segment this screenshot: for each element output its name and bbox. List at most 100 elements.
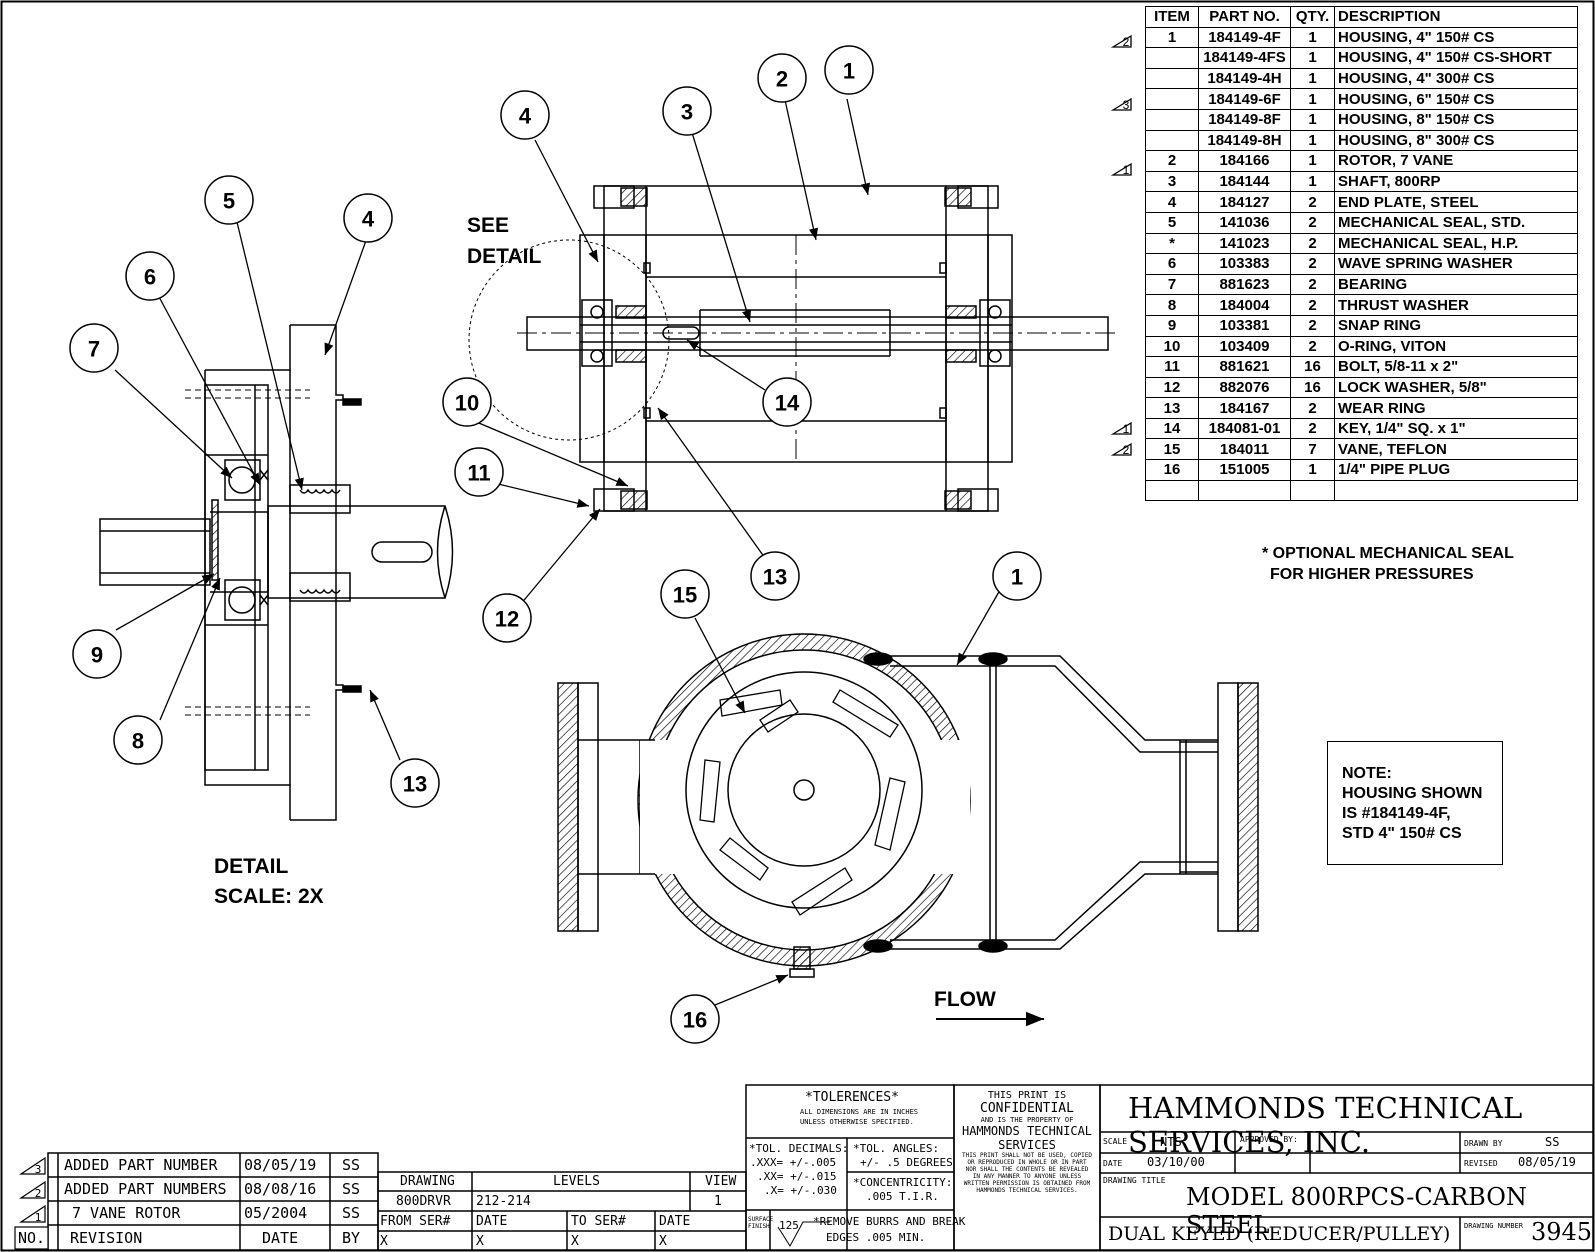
confidential-line-9: IN ANY MANNER TO ANYONE UNLESS bbox=[972, 1173, 1082, 1180]
bom-cell-item bbox=[1145, 479, 1199, 502]
bom-cell-qty: 2 bbox=[1290, 211, 1335, 234]
revised-label: REVISED bbox=[1464, 1159, 1498, 1168]
flow-label: FLOW bbox=[934, 988, 996, 1011]
bom-cell-desc: SHAFT, 800RP bbox=[1334, 170, 1578, 193]
tolerance-sub-1: ALL DIMENSIONS ARE IN INCHES bbox=[800, 1108, 919, 1116]
levels-view-value: 1 bbox=[714, 1194, 722, 1209]
bom-cell-qty: 16 bbox=[1290, 376, 1335, 399]
tolerance-sub-2: UNLESS OTHERWISE SPECIFIED. bbox=[800, 1118, 914, 1126]
bom-cell-desc: BEARING bbox=[1334, 273, 1578, 296]
bom-cell-item: 4 bbox=[1145, 191, 1199, 213]
bom-cell-desc: BOLT, 5/8-11 x 2" bbox=[1334, 356, 1578, 378]
housing-view bbox=[557, 633, 1259, 978]
bom-cell-part: 141036 bbox=[1198, 211, 1291, 234]
approved-label: APPROVED BY: bbox=[1240, 1135, 1298, 1144]
callout-circles bbox=[69, 45, 1042, 1044]
detail-label-1: DETAIL bbox=[214, 855, 288, 878]
drawn-by-label: DRAWN BY bbox=[1464, 1139, 1503, 1148]
callout-1a: 1 bbox=[843, 59, 855, 84]
rev-block-mark-3: 3 bbox=[35, 1163, 42, 1176]
detail-label-2: SCALE: 2X bbox=[214, 885, 324, 908]
drawn-by-value: SS bbox=[1545, 1135, 1560, 1149]
revision-header-no: NO. bbox=[18, 1229, 46, 1247]
confidential-line-7: OR REPRODUCED IN WHOLE OR IN PART bbox=[967, 1159, 1087, 1166]
tolerance-dec-1: .XXX= +/-.005 bbox=[750, 1156, 837, 1169]
bom-cell-desc: SNAP RING bbox=[1334, 314, 1578, 337]
bom-cell-desc: ROTOR, 7 VANE bbox=[1334, 150, 1578, 172]
bom-cell-desc: 1/4" PIPE PLUG bbox=[1334, 459, 1578, 481]
confidential-line-11: HAMMONDS TECHNICAL SERVICES. bbox=[976, 1187, 1078, 1194]
revision-row-3-date: 08/05/19 bbox=[244, 1156, 317, 1174]
bom-header-qty: QTY. bbox=[1290, 6, 1335, 28]
bom-header-desc: DESCRIPTION bbox=[1334, 6, 1578, 28]
bom-cell-part: 184167 bbox=[1198, 397, 1291, 419]
callout-6: 6 bbox=[144, 265, 156, 290]
company-name: HAMMONDS TECHNICAL SERVICES, INC. bbox=[1128, 1091, 1523, 1159]
confidential-line-3: AND IS THE PROPERTY OF bbox=[980, 1116, 1074, 1124]
revision-row-2-text: ADDED PART NUMBERS bbox=[64, 1180, 227, 1198]
date-label: DATE bbox=[1103, 1159, 1123, 1168]
bom-cell-item bbox=[1145, 129, 1199, 152]
callout-leaders bbox=[114, 98, 1001, 1006]
rev-block-mark-1: 1 bbox=[35, 1211, 42, 1224]
tolerance-conc-label: *CONCENTRICITY: bbox=[853, 1176, 953, 1189]
section-view bbox=[468, 185, 1118, 512]
bom-cell-part: 103381 bbox=[1198, 314, 1291, 337]
bom-cell-part: 184166 bbox=[1198, 150, 1291, 172]
levels-drawing-value: 800DRVR bbox=[396, 1194, 451, 1209]
revision-row-1-text: 7 VANE ROTOR bbox=[72, 1204, 181, 1222]
bom-cell-qty: 1 bbox=[1290, 26, 1335, 49]
bom-cell-item bbox=[1145, 108, 1199, 131]
bom-cell-desc: END PLATE, STEEL bbox=[1334, 191, 1578, 213]
callout-16: 16 bbox=[683, 1008, 707, 1033]
revision-row-2-by: SS bbox=[342, 1180, 361, 1198]
bom-cell-part: 184144 bbox=[1198, 170, 1291, 193]
confidential-line-6: THIS PRINT SHALL NOT BE USED, COPIED bbox=[961, 1152, 1093, 1159]
bom-cell-item bbox=[1145, 47, 1199, 69]
levels-to-ser: TO SER# bbox=[571, 1214, 626, 1229]
callout-10: 10 bbox=[455, 391, 479, 416]
tolerance-dec-2: .XX= +/-.015 bbox=[757, 1170, 837, 1183]
date-value: 03/10/00 bbox=[1147, 1155, 1205, 1169]
tolerance-dec-label: *TOL. DECIMALS: bbox=[749, 1142, 849, 1155]
levels-label: LEVELS bbox=[553, 1174, 600, 1189]
bom-header-row: ITEM PART NO. QTY. DESCRIPTION bbox=[1145, 6, 1578, 28]
rev-mark-row19: 1 bbox=[1123, 422, 1130, 436]
callout-9: 9 bbox=[91, 643, 103, 668]
bom-cell-item: 1 bbox=[1145, 26, 1199, 49]
bom-cell-item: 10 bbox=[1145, 335, 1199, 358]
bom-cell-part: 881623 bbox=[1198, 273, 1291, 296]
bom-cell-qty: 1 bbox=[1290, 170, 1335, 193]
callout-12: 12 bbox=[495, 607, 519, 632]
bom-cell-item: 15 bbox=[1145, 438, 1199, 461]
bom-cell-part: 184149-4H bbox=[1198, 67, 1291, 90]
bom-cell-part: 184149-4FS bbox=[1198, 47, 1291, 69]
drawing-title: MODEL 800RPCS-CARBON STEEL bbox=[1186, 1183, 1527, 1239]
bom-cell-part: 881621 bbox=[1198, 356, 1291, 378]
bom-cell-qty: 2 bbox=[1290, 232, 1335, 255]
remove-burrs-2: EDGES .005 MIN. bbox=[826, 1231, 926, 1244]
bom-cell-desc: LOCK WASHER, 5/8" bbox=[1334, 376, 1578, 399]
drawing-number-label: DRAWING NUMBER bbox=[1464, 1222, 1524, 1230]
note-title: NOTE: bbox=[1342, 765, 1392, 782]
bom-cell-part: 103383 bbox=[1198, 253, 1291, 275]
bom-cell-qty: 2 bbox=[1290, 335, 1335, 358]
levels-date: DATE bbox=[476, 1214, 508, 1229]
title-block-lines bbox=[47, 1084, 1594, 1251]
tolerance-ang-value: +/- .5 DEGREES bbox=[860, 1156, 953, 1169]
confidential-line-8: NOR SHALL THE CONTENTS BE REVEALED bbox=[965, 1166, 1089, 1173]
levels-x-2: X bbox=[476, 1234, 484, 1249]
note-line-2: IS #184149-4F, bbox=[1342, 805, 1451, 822]
tolerance-ang-label: *TOL. ANGLES: bbox=[853, 1142, 940, 1155]
bom-cell-qty: 2 bbox=[1290, 191, 1335, 213]
